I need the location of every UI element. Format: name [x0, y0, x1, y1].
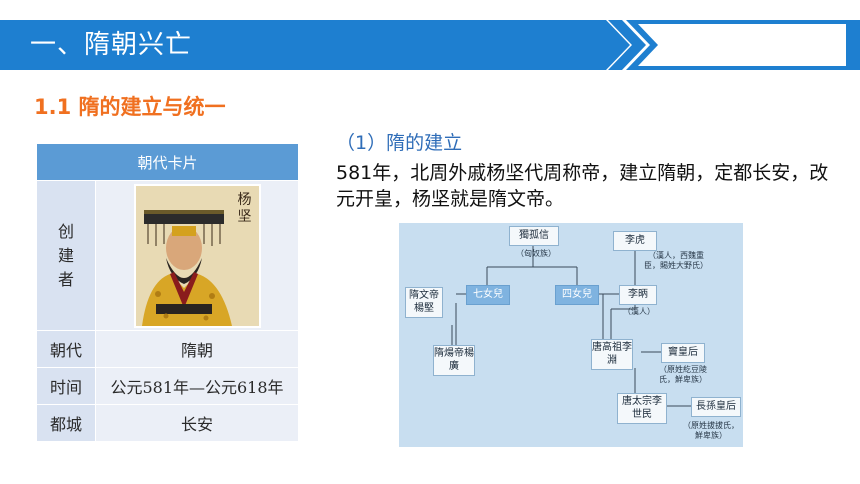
time-value: 公元581年—公元618年: [95, 367, 299, 405]
node-li-bing: 李昞: [619, 285, 657, 305]
node-sui-yangdi: 隋煬帝楊廣: [433, 345, 475, 376]
note-dou-empress: （原姓紇豆陵氏，鮮卑族）: [659, 365, 707, 384]
family-tree-diagram: 獨孤信 （匈奴族） 李虎 （漢人，西魏重臣，賜姓大野氏） 七女兒 四女兒 李昞 …: [399, 223, 743, 447]
node-zhangsun-empress: 長孫皇后: [691, 397, 741, 417]
card-row-capital: 都城 长安: [36, 404, 299, 442]
capital-value: 长安: [95, 404, 299, 442]
node-tang-taizong: 唐太宗李世民: [617, 393, 667, 424]
card-row-dynasty: 朝代 隋朝: [36, 330, 299, 368]
portrait-name-label: 杨坚: [237, 191, 252, 225]
node-sui-wendi: 隋文帝楊堅: [405, 287, 443, 318]
time-label: 时间: [36, 367, 96, 405]
node-dugu-xin: 獨孤信: [509, 226, 559, 246]
card-header: 朝代卡片: [36, 143, 299, 181]
capital-label: 都城: [36, 404, 96, 442]
node-tang-gaozu: 唐高祖李淵: [591, 339, 633, 370]
dynasty-label: 朝代: [36, 330, 96, 368]
subheading: （1）隋的建立: [336, 132, 463, 154]
founder-portrait: 杨坚: [133, 183, 261, 328]
note-dugu: （匈奴族）: [516, 249, 556, 258]
dynasty-card: 朝代卡片 创建者: [36, 143, 299, 442]
card-row-time: 时间 公元581年—公元618年: [36, 367, 299, 405]
founder-label: 创建者: [57, 221, 74, 289]
founder-label-cell: 创建者: [36, 180, 96, 331]
node-fourth-daughter: 四女兒: [555, 285, 599, 305]
header-band-shape: [0, 20, 860, 70]
node-li-hu: 李虎: [613, 231, 657, 251]
founder-portrait-cell: 杨坚: [95, 180, 299, 331]
note-zhangsun-empress: （原姓拔拔氏，鮮卑族）: [683, 421, 739, 440]
header-band: [0, 20, 860, 70]
note-li-bing: （漢人）: [623, 307, 655, 316]
dynasty-value: 隋朝: [95, 330, 299, 368]
note-li-hu: （漢人，西魏重臣，賜姓大野氏）: [644, 251, 708, 270]
body-paragraph: 581年，北周外戚杨坚代周称帝，建立隋朝，定都长安，改元开皇，杨坚就是隋文帝。: [336, 162, 829, 210]
node-dou-empress: 竇皇后: [661, 343, 705, 363]
emperor-portrait-image: [135, 185, 259, 326]
page-title: 一、隋朝兴亡: [30, 30, 193, 60]
section-title: 1.1 隋的建立与统一: [34, 95, 226, 119]
node-seventh-daughter: 七女兒: [466, 285, 510, 305]
card-row-founder: 创建者: [36, 180, 299, 331]
